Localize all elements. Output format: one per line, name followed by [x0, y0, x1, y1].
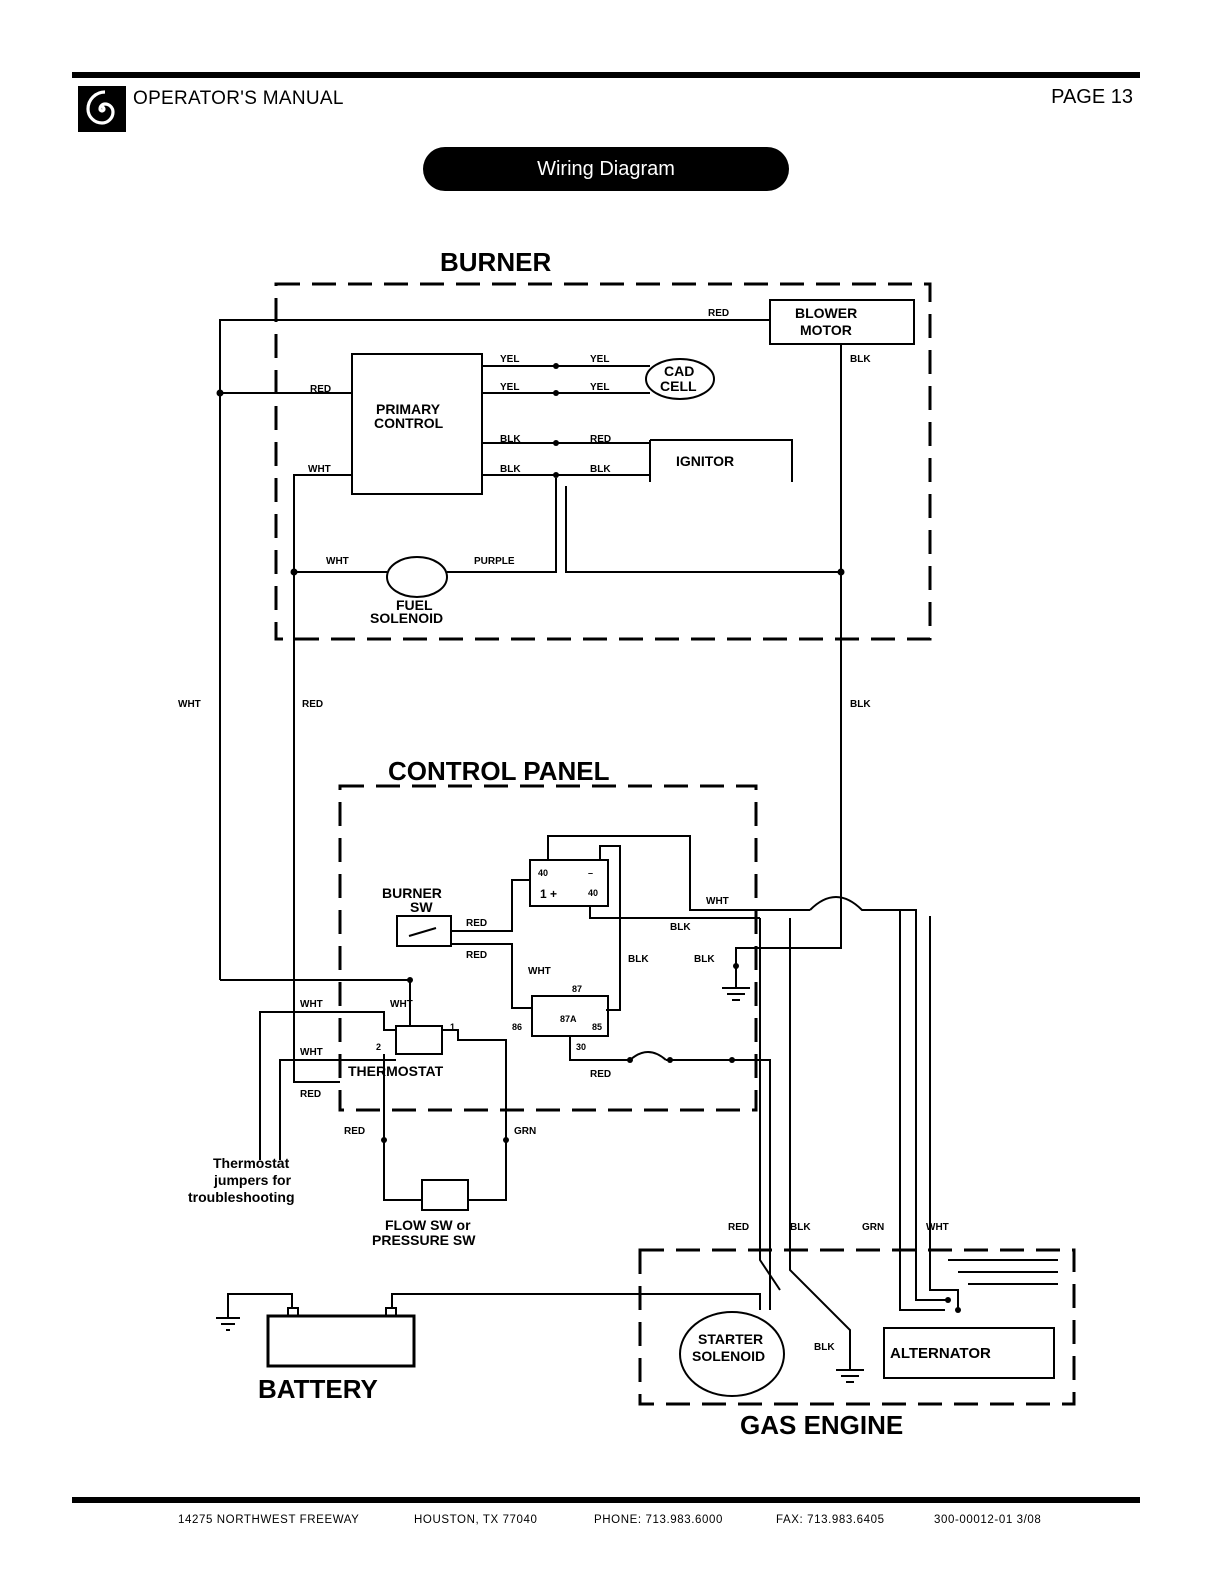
fuel-solenoid-label-2: SOLENOID — [370, 610, 443, 626]
wire-label: WHT — [390, 999, 413, 1010]
wire-label: YEL — [590, 382, 609, 393]
alternator-box — [883, 1327, 1055, 1379]
wire-label: WHT — [926, 1222, 949, 1233]
section-title: Wiring Diagram — [423, 147, 789, 191]
cad-cell-label-1: CAD — [664, 363, 694, 379]
wire-label: BLK — [670, 922, 691, 933]
fuel-solenoid-label-1: FUEL — [396, 597, 433, 613]
ground-symbol-burner-panel — [722, 966, 750, 1001]
pin-label: 40 — [538, 868, 548, 878]
wire-label: GRN — [862, 1222, 884, 1233]
flow-sw-label-2: PRESSURE SW — [372, 1232, 476, 1248]
wire-label: WHT — [326, 556, 349, 567]
pin-label: 85 — [592, 1022, 602, 1032]
wire-label: BLK — [694, 954, 715, 965]
page-number: PAGE 13 — [1051, 86, 1133, 108]
pin-label: 2 — [376, 1042, 381, 1052]
fuel-solenoid-shape — [386, 556, 448, 598]
wire-label: WHT — [178, 699, 201, 710]
wire-label: BLK — [814, 1342, 835, 1353]
wire-label: RED — [344, 1126, 365, 1137]
jumper-note-1: Thermostat — [213, 1155, 290, 1171]
pin-label: 40 — [588, 888, 598, 898]
pin-label: 86 — [512, 1022, 522, 1032]
wire-label: YEL — [500, 354, 519, 365]
battery-box — [266, 1314, 416, 1368]
wire-label: RED — [466, 950, 487, 961]
ignitor-label: IGNITOR — [676, 453, 734, 469]
wire-label: RED — [590, 1069, 611, 1080]
wire-label: RED — [590, 434, 611, 445]
battery-heading: BATTERY — [258, 1374, 378, 1404]
wire-label: BLK — [500, 464, 521, 475]
flow-sw-label-1: FLOW SW or — [385, 1217, 471, 1233]
footer-phone: PHONE: 713.983.6000 — [594, 1514, 724, 1526]
thermostat-box — [395, 1025, 443, 1055]
top-rule — [72, 72, 1140, 78]
wire-label: WHT — [300, 999, 323, 1010]
wire-label: BLK — [850, 354, 871, 365]
pin-label: 87 — [572, 984, 582, 994]
ground-symbol-engine — [836, 1360, 864, 1383]
ground-symbol-battery — [216, 1317, 240, 1331]
control-panel-boundary — [338, 784, 758, 1112]
primary-control-label-1: PRIMARY — [376, 401, 441, 417]
wire-label: GRN — [514, 1126, 536, 1137]
pin-label: 30 — [576, 1042, 586, 1052]
primary-control-label-2: CONTROL — [374, 415, 444, 431]
blower-motor-label-2: MOTOR — [800, 322, 852, 338]
footer-doc: 300-00012-01 3/08 — [934, 1514, 1042, 1526]
burner-heading: BURNER — [440, 247, 551, 277]
pin-label: 1 — [450, 1022, 455, 1032]
footer-city: HOUSTON, TX 77040 — [414, 1514, 538, 1526]
cad-cell-shape — [645, 358, 715, 400]
wire-label: RED — [302, 699, 323, 710]
blower-motor-label-1: BLOWER — [795, 305, 857, 321]
pin-label: 1 + — [540, 887, 557, 901]
starter-solenoid-shape — [679, 1311, 785, 1397]
wire-label: RED — [708, 308, 729, 319]
wire-label: YEL — [500, 382, 519, 393]
gas-engine-boundary — [638, 1248, 1076, 1406]
primary-control-box — [351, 353, 483, 495]
flow-switch-box — [421, 1179, 469, 1211]
wire-label: RED — [300, 1089, 321, 1100]
wire-label: WHT — [300, 1047, 323, 1058]
control-panel-heading: CONTROL PANEL — [388, 756, 610, 786]
burner-sw-label-2: SW — [410, 899, 433, 915]
starter-solenoid-label-1: STARTER — [698, 1331, 763, 1347]
pin-label: 87A — [560, 1014, 577, 1024]
starter-solenoid-label-2: SOLENOID — [692, 1348, 765, 1364]
bottom-rule — [72, 1497, 1140, 1503]
pin-label: – — [588, 868, 593, 878]
wire-label: RED — [310, 384, 331, 395]
wire-label: WHT — [706, 896, 729, 907]
wire-label: RED — [728, 1222, 749, 1233]
wire-label: BLK — [850, 699, 871, 710]
wire-label: WHT — [528, 966, 551, 977]
wire-label: WHT — [308, 464, 331, 475]
wire-label: BLK — [628, 954, 649, 965]
alternator-label: ALTERNATOR — [890, 1345, 991, 1362]
gas-engine-heading: GAS ENGINE — [740, 1410, 903, 1440]
footer-fax: FAX: 713.983.6405 — [776, 1514, 885, 1526]
jumper-note-3: troubleshooting — [188, 1189, 295, 1205]
burner-sw-label-1: BURNER — [382, 885, 442, 901]
footer-address: 14275 NORTHWEST FREEWAY — [178, 1514, 360, 1526]
wire-label: BLK — [500, 434, 521, 445]
jumper-note-2: jumpers for — [213, 1172, 292, 1188]
burner-boundary — [274, 282, 932, 641]
manual-title: OPERATOR'S MANUAL — [133, 88, 344, 109]
cad-cell-label-2: CELL — [660, 378, 697, 394]
wire-label: BLK — [790, 1222, 811, 1233]
wire-label: BLK — [590, 464, 611, 475]
thermostat-label: THERMOSTAT — [348, 1063, 444, 1079]
relay-1-box — [529, 859, 609, 907]
wire-label: PURPLE — [474, 556, 515, 567]
wire-label: YEL — [590, 354, 609, 365]
wire-label: RED — [466, 918, 487, 929]
spiral-logo-icon — [78, 86, 126, 132]
